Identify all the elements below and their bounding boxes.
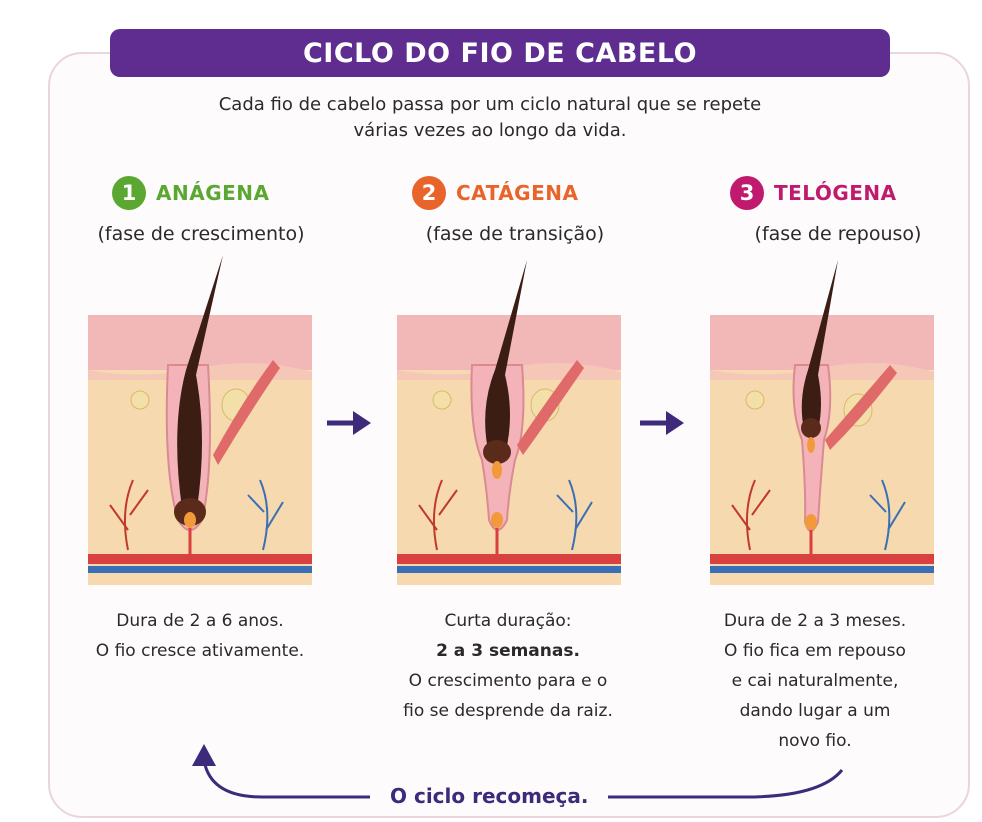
blood-vessel-red — [397, 554, 621, 564]
phase-3-subtitle: (fase de repouso) — [754, 223, 922, 245]
phase-1-number-badge: 1 — [112, 176, 146, 210]
subtitle-line-1: Cada fio de cabelo passa por um ciclo na… — [218, 94, 762, 115]
phase-3-title: TELÓGENA — [774, 181, 897, 205]
phase-2-description: Curta duração: 2 a 3 semanas. O crescime… — [383, 606, 633, 726]
blood-vessel-blue — [710, 566, 934, 573]
page-title: CICLO DO FIO DE CABELO — [302, 37, 698, 69]
phase-3-desc-line: e cai naturalmente, — [731, 671, 899, 691]
arrector-pili-muscle — [825, 365, 897, 450]
dermal-papilla — [491, 512, 503, 528]
phase-1-heading: 1 ANÁGENA — [112, 176, 270, 210]
phase-3-desc-line: dando lugar a um — [739, 701, 891, 721]
phase-2-heading: 2 CATÁGENA — [412, 176, 578, 210]
hair-shaft — [801, 260, 838, 436]
phase-3-desc-line: O fio fica em repouso — [724, 641, 906, 661]
phase-2-desc-line: 2 a 3 semanas. — [436, 641, 580, 661]
phase-1-title: ANÁGENA — [156, 181, 270, 205]
phase-3-desc-line: Dura de 2 a 3 meses. — [723, 611, 907, 631]
phase-2-desc-line: fio se desprende da raiz. — [403, 701, 613, 721]
phase-3-desc-line: novo fio. — [778, 731, 852, 751]
telogen-hair-follicle-illustration — [710, 260, 934, 585]
cycle-restart-label: O ciclo recomeça. — [390, 784, 589, 808]
right-arrow-icon — [327, 411, 371, 435]
phase-2-desc-line: O crescimento para e o — [408, 671, 608, 691]
anagen-hair-follicle-illustration — [88, 255, 312, 585]
dermal-papilla — [184, 512, 196, 528]
right-arrow-icon — [640, 411, 684, 435]
phase-2-subtitle: (fase de transição) — [425, 223, 605, 245]
arrector-pili-muscle — [517, 360, 584, 455]
hair-shaft — [485, 260, 527, 462]
blood-vessel-red — [710, 554, 934, 564]
phase-2-title: CATÁGENA — [456, 181, 579, 205]
blood-vessel-blue — [88, 566, 312, 573]
hair-club — [483, 440, 511, 464]
dermal-papilla — [805, 514, 817, 530]
phase-1-desc-line: O fio cresce ativamente. — [95, 641, 305, 661]
phase-3-number-badge: 3 — [730, 176, 764, 210]
blood-vessel-red — [88, 554, 312, 564]
phase-1-subtitle: (fase de crescimento) — [97, 223, 305, 245]
title-banner: CICLO DO FIO DE CABELO — [110, 29, 890, 77]
subtitle: Cada fio de cabelo passa por um ciclo na… — [160, 92, 820, 144]
phase-2-number-badge: 2 — [412, 176, 446, 210]
phase-3-description: Dura de 2 a 3 meses. O fio fica em repou… — [695, 606, 935, 756]
phase-2-desc-line: Curta duração: — [444, 611, 572, 631]
phase-3-heading: 3 TELÓGENA — [730, 176, 897, 210]
catagen-hair-follicle-illustration — [397, 260, 621, 585]
phase-1-description: Dura de 2 a 6 anos. O fio cresce ativame… — [75, 606, 325, 666]
hair-shaft — [177, 255, 223, 523]
subtitle-line-2: várias vezes ao longo da vida. — [353, 120, 627, 141]
hair-club — [801, 418, 821, 438]
arrector-pili-muscle — [213, 360, 280, 465]
phase-1-desc-line: Dura de 2 a 6 anos. — [116, 611, 284, 631]
blood-vessel-blue — [397, 566, 621, 573]
